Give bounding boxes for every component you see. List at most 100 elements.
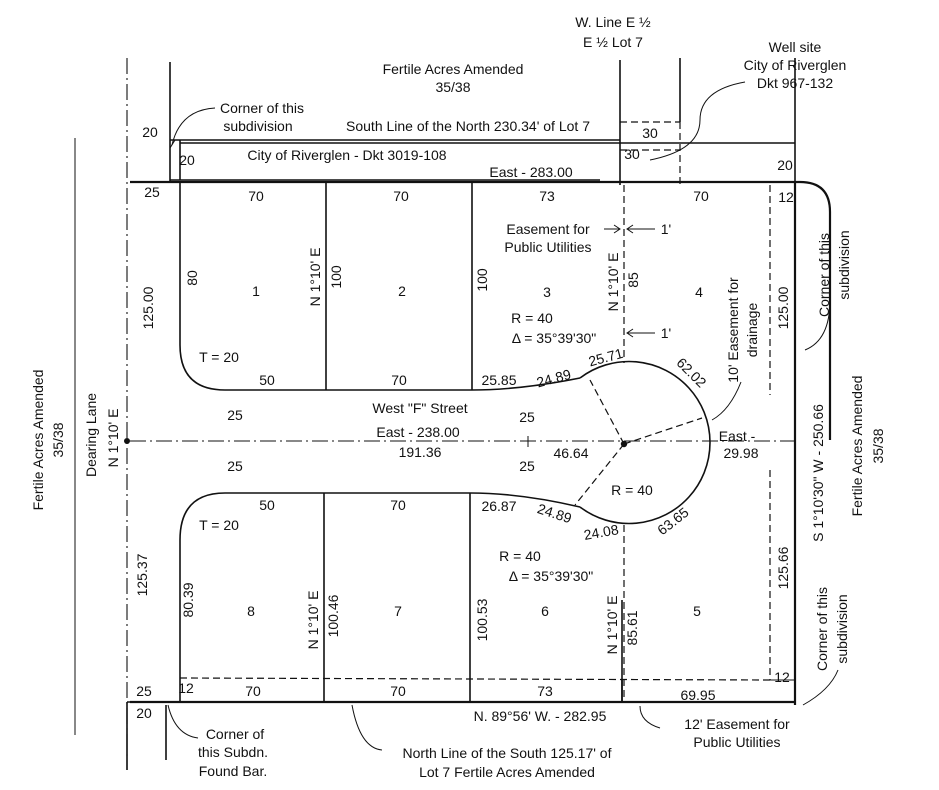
top-70-b: 70 <box>393 188 409 204</box>
street-25-bl: 25 <box>227 458 243 474</box>
easement-12-2: Public Utilities <box>693 734 780 750</box>
cul-de-sac-r40: R = 40 <box>611 482 653 498</box>
lot8-80-39: 80.39 <box>180 582 196 617</box>
top-fertile-acres-title: Fertile Acres Amended <box>383 61 524 77</box>
lot34-bearing: N 1°10' E <box>605 253 621 312</box>
leader-lines <box>167 81 839 751</box>
corner-top-2: subdivision <box>223 118 292 134</box>
bottom-73: 73 <box>537 683 553 699</box>
lot34-85: 85 <box>625 272 641 288</box>
lot6-26-87: 26.87 <box>481 498 516 514</box>
one-ft-b: 1' <box>661 325 671 341</box>
lot-7-number: 7 <box>394 603 402 619</box>
top-70-a: 70 <box>248 188 264 204</box>
right-dim-125-66: 125.66 <box>775 546 791 589</box>
dim-30-b: 30 <box>624 146 640 162</box>
lot7-70: 70 <box>390 497 406 513</box>
lot7-100-46: 100.46 <box>325 594 341 637</box>
lot1-t20: T = 20 <box>199 349 239 365</box>
well-site-1: Well site <box>769 39 822 55</box>
easement-pu-1: Easement for <box>506 221 590 237</box>
lot-annotations: 1 2 3 4 5 6 7 8 70 70 73 70 80 T = 20 50… <box>178 188 716 703</box>
easement-12-1: 12' Easement for <box>684 716 790 732</box>
south-line-north: South Line of the North 230.34' of Lot 7 <box>346 118 590 134</box>
dim-20-a: 20 <box>142 124 158 140</box>
right-annotations: Fertile Acres Amended 35/38 S 1°10'30" W… <box>725 189 886 685</box>
left-fertile-acres-ref: 35/38 <box>50 422 66 457</box>
top-fertile-acres-ref: 35/38 <box>435 79 470 95</box>
lot1-50: 50 <box>259 372 275 388</box>
lot-1-number: 1 <box>252 283 260 299</box>
bottom-69-95: 69.95 <box>680 687 715 703</box>
lot8-t20: T = 20 <box>199 517 239 533</box>
lot6-100-53: 100.53 <box>474 598 490 641</box>
dearing-lane-label: Dearing Lane <box>83 393 99 477</box>
corner-upper-1: Corner of this <box>816 233 832 317</box>
plat-linework <box>74 58 832 770</box>
street-25-tl: 25 <box>227 407 243 423</box>
lot3-25-71: 25.71 <box>587 345 625 370</box>
corner-lower-2: subdivision <box>834 594 850 663</box>
dim-191-36: 191.36 <box>399 444 442 460</box>
lot56-bearing: N 1°10' E <box>604 596 620 655</box>
lot56-85-61: 85.61 <box>624 610 640 645</box>
arc-63-65: 63.65 <box>654 504 692 538</box>
bottom-annotations: N. 89°56' W. - 282.95 Corner of this Sub… <box>198 708 790 780</box>
street-annotations: West "F" Street 25 25 25 25 East - 238.0… <box>227 400 759 498</box>
dim-20-b: 20 <box>179 152 195 168</box>
lot2-100: 100 <box>328 265 344 289</box>
easement-pu-2: Public Utilities <box>504 239 591 255</box>
lot1-80: 80 <box>184 270 200 286</box>
one-ft-a: 1' <box>661 221 671 237</box>
lot-8-number: 8 <box>247 603 255 619</box>
drainage-easement-1: 10' Easement for <box>725 277 741 383</box>
well-site-3: Dkt 967-132 <box>757 75 833 91</box>
east-right: East - <box>719 428 756 444</box>
dim-30-a: 30 <box>642 125 658 141</box>
right-dim-125-00: 125.00 <box>775 286 791 329</box>
dim-46-64: 46.64 <box>553 445 588 461</box>
north-line-1: North Line of the South 125.17' of <box>403 745 612 761</box>
corner-lower-1: Corner of this <box>814 587 830 671</box>
corner-found-3: Found Bar. <box>199 763 268 779</box>
corner-upper-2: subdivision <box>836 230 852 299</box>
lot-3-number: 3 <box>543 284 551 300</box>
lot-2-number: 2 <box>398 283 406 299</box>
street-25-tr: 25 <box>519 409 535 425</box>
curve-top-delta: Δ = 35°39'30" <box>512 330 597 346</box>
left-dim-125-37: 125.37 <box>134 553 150 596</box>
left-dim-25-top: 25 <box>144 184 160 200</box>
left-dim-25-bottom: 25 <box>136 683 152 699</box>
curve-bot-delta: Δ = 35°39'30" <box>509 568 594 584</box>
street-name: West "F" Street <box>372 400 467 416</box>
lot3-24-89: 24.89 <box>535 366 573 391</box>
east-238: East - 238.00 <box>376 424 459 440</box>
lot7-bearing: N 1°10' E <box>305 591 321 650</box>
north-line-2: Lot 7 Fertile Acres Amended <box>419 764 595 780</box>
curve-bot-r: R = 40 <box>499 548 541 564</box>
lot2-bearing: N 1°10' E <box>307 248 323 307</box>
left-dim-125-00: 125.00 <box>140 286 156 329</box>
right-dim-12-top: 12 <box>778 189 794 205</box>
right-fertile-acres-ref: 35/38 <box>870 428 886 463</box>
w-line-label-2: E ½ Lot 7 <box>583 34 643 50</box>
corner-found-1: Corner of <box>206 726 264 742</box>
lot-5-number: 5 <box>693 603 701 619</box>
bottom-70-b: 70 <box>390 683 406 699</box>
lot3-100: 100 <box>474 268 490 292</box>
top-70-c: 70 <box>693 188 709 204</box>
bottom-n89: N. 89°56' W. - 282.95 <box>474 708 607 724</box>
well-site-2: City of Riverglen <box>744 57 847 73</box>
right-bearing: S 1°10'30" W - 250.66 <box>810 404 826 542</box>
bottom-70-a: 70 <box>245 683 261 699</box>
dearing-lane-bearing: N 1°10' E <box>105 409 121 468</box>
lot8-50: 50 <box>259 497 275 513</box>
lot6-24-08: 24.08 <box>582 521 619 543</box>
lot-4-number: 4 <box>695 284 703 300</box>
left-annotations: Fertile Acres Amended 35/38 Dearing Lane… <box>30 184 160 721</box>
corner-top-1: Corner of this <box>220 100 304 116</box>
lot-6-number: 6 <box>541 603 549 619</box>
left-dim-20-bottom: 20 <box>136 705 152 721</box>
right-fertile-acres-title: Fertile Acres Amended <box>849 376 865 517</box>
